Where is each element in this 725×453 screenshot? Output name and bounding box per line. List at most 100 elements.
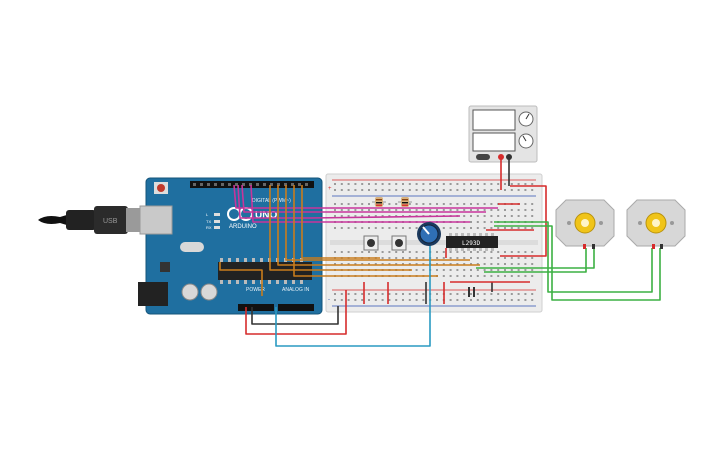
breadboard-hole[interactable] <box>402 263 404 265</box>
breadboard-hole[interactable] <box>395 263 398 265</box>
usb-cable[interactable]: USB <box>38 206 171 234</box>
breadboard-hole[interactable] <box>361 227 364 229</box>
wire-rail-vs[interactable] <box>500 185 547 257</box>
wire-green-motor2-a[interactable] <box>494 221 653 293</box>
wire-green-motor2-b[interactable] <box>494 225 661 301</box>
breadboard-hole[interactable] <box>504 251 506 253</box>
breadboard-hole[interactable] <box>361 215 364 217</box>
resistor-1[interactable] <box>372 197 386 207</box>
wire-gnd[interactable] <box>251 306 339 325</box>
wire-orange-2[interactable] <box>277 185 480 266</box>
breadboard-hole[interactable] <box>470 215 472 217</box>
breadboard-hole[interactable] <box>354 183 357 185</box>
breadboard-hole[interactable] <box>510 215 513 217</box>
breadboard-hole[interactable] <box>524 189 527 191</box>
breadboard-hole[interactable] <box>395 299 398 301</box>
breadboard-hole[interactable] <box>381 263 384 265</box>
breadboard-hole[interactable] <box>456 189 459 191</box>
breadboard-hole[interactable] <box>524 275 527 277</box>
breadboard-hole[interactable] <box>510 293 513 295</box>
breadboard-hole[interactable] <box>388 215 391 217</box>
push-button-2[interactable] <box>391 235 407 251</box>
breadboard-hole[interactable] <box>340 189 343 191</box>
breadboard-hole[interactable] <box>395 215 398 217</box>
power-supply[interactable] <box>468 105 538 163</box>
breadboard-hole[interactable] <box>374 251 377 253</box>
breadboard-hole[interactable] <box>395 251 398 253</box>
breadboard-hole[interactable] <box>531 215 534 217</box>
breadboard-hole[interactable] <box>531 263 534 265</box>
breadboard-hole[interactable] <box>456 293 459 295</box>
breadboard-hole[interactable] <box>354 227 357 229</box>
breadboard-hole[interactable] <box>402 257 404 259</box>
breadboard-hole[interactable] <box>361 299 364 301</box>
breadboard-hole[interactable] <box>388 251 391 253</box>
breadboard-hole[interactable] <box>415 251 418 253</box>
breadboard-hole[interactable] <box>408 189 411 191</box>
breadboard-hole[interactable] <box>510 275 513 277</box>
breadboard-hole[interactable] <box>395 257 398 259</box>
breadboard-hole[interactable] <box>368 263 370 265</box>
breadboard-hole[interactable] <box>490 189 493 191</box>
breadboard-hole[interactable] <box>497 209 500 211</box>
breadboard-hole[interactable] <box>531 293 534 295</box>
breadboard-hole[interactable] <box>490 251 493 253</box>
breadboard-hole[interactable] <box>334 263 336 265</box>
breadboard-hole[interactable] <box>449 183 452 185</box>
breadboard-hole[interactable] <box>456 263 459 265</box>
breadboard-hole[interactable] <box>442 257 445 259</box>
breadboard-hole[interactable] <box>463 275 466 277</box>
wire-orange-3[interactable] <box>285 185 470 261</box>
breadboard-hole[interactable] <box>470 251 472 253</box>
breadboard-hole[interactable] <box>456 269 459 271</box>
breadboard-hole[interactable] <box>415 209 418 211</box>
breadboard-hole[interactable] <box>524 293 527 295</box>
breadboard-hole[interactable] <box>531 257 534 259</box>
breadboard-hole[interactable] <box>524 263 527 265</box>
breadboard-hole[interactable] <box>490 293 493 295</box>
breadboard-hole[interactable] <box>490 215 493 217</box>
breadboard-hole[interactable] <box>442 263 445 265</box>
breadboard-hole[interactable] <box>449 269 452 271</box>
breadboard-hole[interactable] <box>354 209 357 211</box>
breadboard-hole[interactable] <box>470 299 472 301</box>
breadboard-hole[interactable] <box>524 251 527 253</box>
breadboard-hole[interactable] <box>334 227 336 229</box>
breadboard-hole[interactable] <box>374 227 377 229</box>
breadboard-hole[interactable] <box>415 257 418 259</box>
breadboard-hole[interactable] <box>470 221 472 223</box>
breadboard-hole[interactable] <box>470 183 472 185</box>
breadboard-hole[interactable] <box>368 299 370 301</box>
breadboard-hole[interactable] <box>368 251 370 253</box>
wire-green-motor1-a[interactable] <box>484 248 587 273</box>
breadboard-hole[interactable] <box>361 183 364 185</box>
breadboard-hole[interactable] <box>340 215 343 217</box>
breadboard-hole[interactable] <box>442 251 445 253</box>
breadboard-hole[interactable] <box>422 189 425 191</box>
arduino-uno-board[interactable]: DIGITAL (PWM~) POWER ANALOG IN ARDUINO U… <box>138 177 323 315</box>
breadboard-hole[interactable] <box>476 215 479 217</box>
breadboard-hole[interactable] <box>476 293 479 295</box>
breadboard-hole[interactable] <box>422 209 425 211</box>
breadboard-hole[interactable] <box>483 215 486 217</box>
breadboard-hole[interactable] <box>334 203 336 205</box>
breadboard-hole[interactable] <box>388 263 391 265</box>
breadboard-hole[interactable] <box>354 263 357 265</box>
breadboard-hole[interactable] <box>408 263 411 265</box>
breadboard-hole[interactable] <box>361 251 364 253</box>
breadboard-hole[interactable] <box>381 299 384 301</box>
wire-orange-1[interactable] <box>269 185 412 271</box>
breadboard-hole[interactable] <box>476 203 479 205</box>
breadboard-hole[interactable] <box>490 209 493 211</box>
breadboard-hole[interactable] <box>422 263 425 265</box>
breadboard-hole[interactable] <box>497 275 500 277</box>
breadboard-hole[interactable] <box>408 251 411 253</box>
breadboard-hole[interactable] <box>340 209 343 211</box>
breadboard-hole[interactable] <box>449 299 452 301</box>
breadboard-hole[interactable] <box>531 299 534 301</box>
breadboard-hole[interactable] <box>510 251 513 253</box>
breadboard-hole[interactable] <box>470 227 472 229</box>
wire-magenta-3[interactable] <box>250 184 470 223</box>
breadboard-hole[interactable] <box>504 263 506 265</box>
